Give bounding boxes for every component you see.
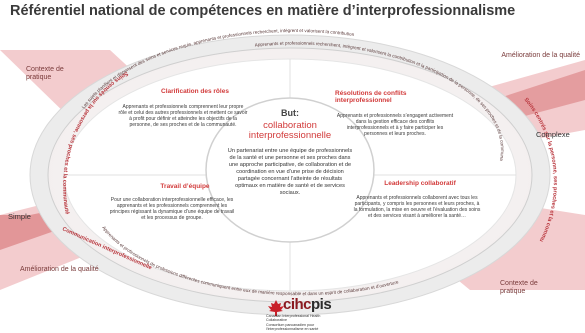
quadrant-body-collaborative-leadership: Apprenants et professionnels collaborent… bbox=[353, 195, 481, 219]
page-title: Référentiel national de compétences en m… bbox=[10, 3, 516, 19]
quadrant-title-conflict-resolution: Résolutions de conflits interprofessionn… bbox=[335, 90, 407, 105]
center-circle bbox=[205, 97, 375, 243]
center-goal: collaboration interprofessionnelle bbox=[248, 120, 332, 142]
logo-line-1: Canadian Interprofessional Health Collab… bbox=[266, 314, 321, 323]
quadrant-body-role-clarification: Apprenants et professionnels comprennent… bbox=[118, 104, 248, 128]
logo-line-2: Consortium pancanadien pour l’interprofe… bbox=[266, 322, 319, 331]
maple-leaf-icon bbox=[268, 300, 284, 316]
label-practice-context-bottom-right: Contexte de pratique bbox=[500, 280, 538, 296]
quadrant-body-teamwork: Pour une collaboration interprofessionne… bbox=[109, 197, 235, 221]
quadrant-title-collaborative-leadership: Leadership collaboratif bbox=[384, 180, 456, 187]
logo: cihcpis Canadian Interprofessional Healt… bbox=[266, 296, 336, 331]
label-simple: Simple bbox=[8, 212, 31, 221]
logo-wordmark: cihcpis bbox=[266, 296, 336, 314]
logo-word-left: cihc bbox=[283, 296, 312, 313]
label-practice-context-top-left: Contexte de pratique bbox=[26, 66, 64, 82]
center-description: Un partenariat entre une équipe de profe… bbox=[227, 148, 353, 196]
label-quality-bottom-left: Amélioration de la qualité bbox=[20, 266, 99, 273]
quadrant-title-teamwork: Travail d’équipe bbox=[160, 183, 210, 190]
label-quality-top-right: Amélioration de la qualité bbox=[501, 52, 580, 59]
quadrant-body-conflict-resolution: Apprenants et professionnels s’engagent … bbox=[336, 113, 454, 137]
quadrant-title-role-clarification: Clarification des rôles bbox=[161, 88, 229, 95]
center-heading: But: bbox=[281, 108, 299, 118]
label-complexe: Complexe bbox=[536, 130, 570, 139]
logo-word-right: pis bbox=[311, 296, 332, 313]
